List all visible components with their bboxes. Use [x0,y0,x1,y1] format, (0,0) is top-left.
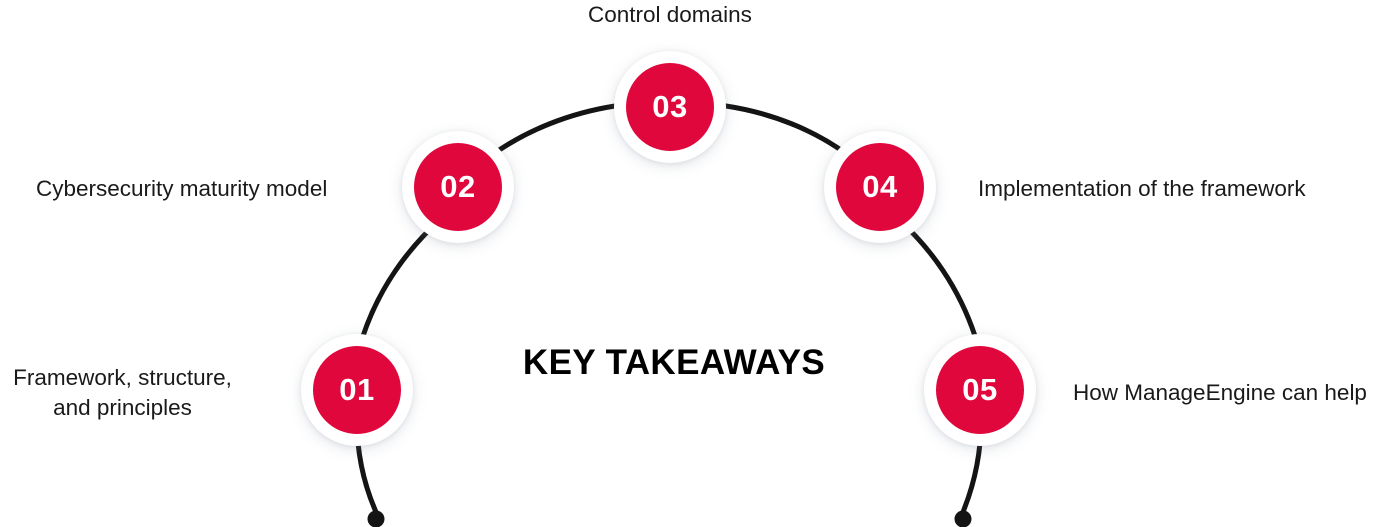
step-node-01[interactable]: 01 [301,334,413,446]
endpoint-dot-left [367,510,385,527]
step-number-02: 02 [440,168,476,204]
center-title: KEY TAKEAWAYS [522,343,826,382]
step-disc-05: 05 [936,346,1024,434]
step-number-01: 01 [339,371,375,407]
connector-segment-04-05 [894,215,978,339]
step-number-04: 04 [862,168,898,204]
step-node-04[interactable]: 04 [824,131,936,243]
step-label-05: How ManageEngine can help [1073,380,1367,405]
step-node-05[interactable]: 05 [924,334,1036,446]
step-node-03[interactable]: 03 [614,51,726,163]
step-label-03: Control domains [588,2,752,27]
step-label-04: Implementation of the framework [978,176,1306,201]
step-disc-04: 04 [836,143,924,231]
step-node-02[interactable]: 02 [402,131,514,243]
step-label-01: Framework, structure, and principles [0,363,245,422]
step-number-05: 05 [962,371,998,407]
connector-segment-02-03 [489,103,618,158]
step-disc-02: 02 [414,143,502,231]
step-disc-01: 01 [313,346,401,434]
step-label-02: Cybersecurity maturity model [36,176,328,201]
endpoint-dot-right [954,510,972,527]
step-disc-03: 03 [626,63,714,151]
connector-segment-03-04 [723,103,851,158]
step-number-03: 03 [652,88,688,124]
step-label-01-line2: and principles [53,394,192,420]
step-label-01-line1: Framework, structure, [13,365,232,390]
